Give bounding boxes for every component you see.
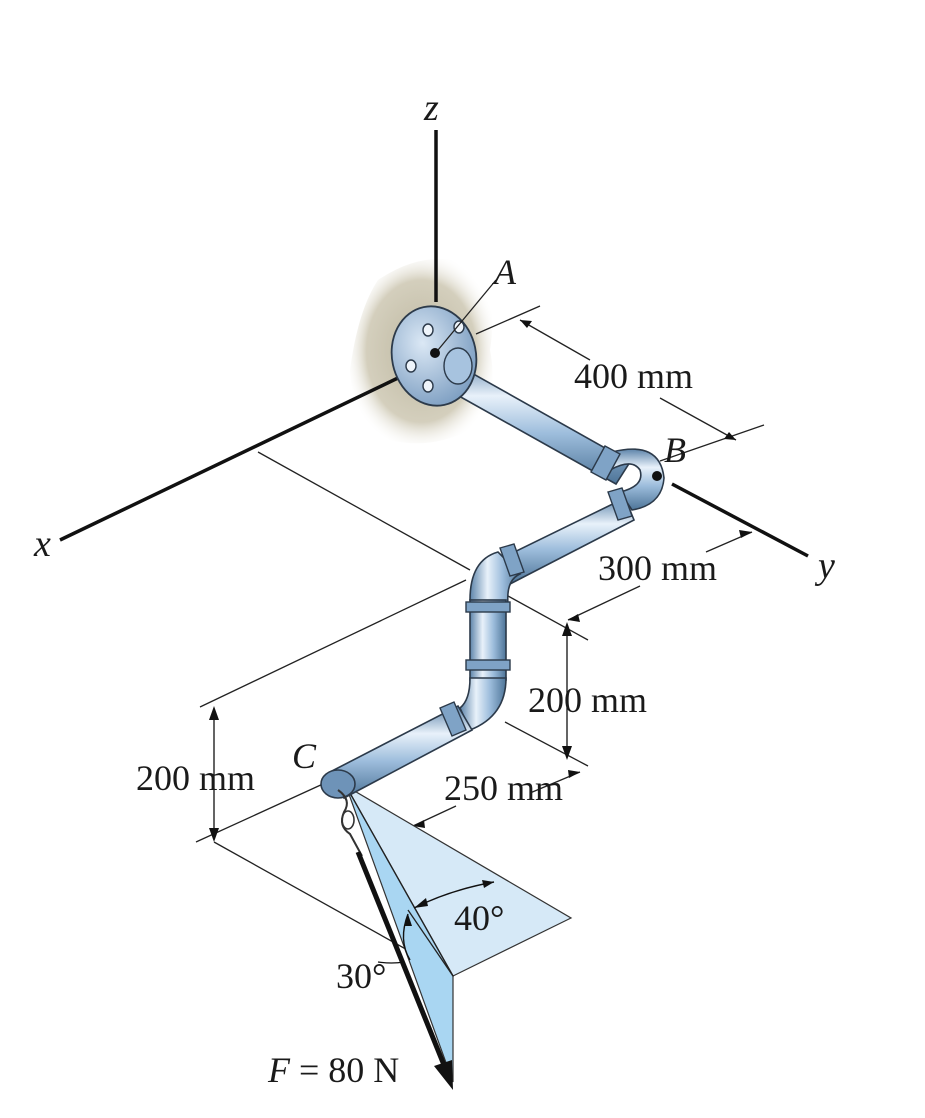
angle-30-label: 30° [336,956,386,996]
z-axis-label: z [423,87,439,129]
point-a-label: A [492,252,517,292]
force-symbol: F [267,1050,291,1090]
y-axis [671,482,809,558]
coordinate-axes [59,130,809,558]
point-a-marker [430,348,440,358]
point-c-label: C [292,736,317,776]
force-vector [355,851,453,1090]
dim-400mm: 400 mm [574,356,693,396]
dim-200mm-vertical: 200 mm [528,680,647,720]
force-plane [344,784,573,1083]
x-axis-label: x [33,523,51,565]
x-axis [59,376,399,542]
flange-bolts [405,320,465,393]
dim-250mm: 250 mm [444,768,563,808]
force-label: F = 80 N [267,1050,399,1090]
angle-40-label: 40° [454,898,504,938]
point-b-label: B [664,430,686,470]
y-axis-label: y [814,545,835,587]
point-b-marker [652,471,662,481]
cord [337,789,363,857]
angle-arcs [377,880,495,964]
dimension-arrows [209,320,752,842]
dim-200mm-c-height: 200 mm [136,758,255,798]
dim-300mm: 300 mm [598,548,717,588]
force-value: = 80 N [290,1050,399,1090]
